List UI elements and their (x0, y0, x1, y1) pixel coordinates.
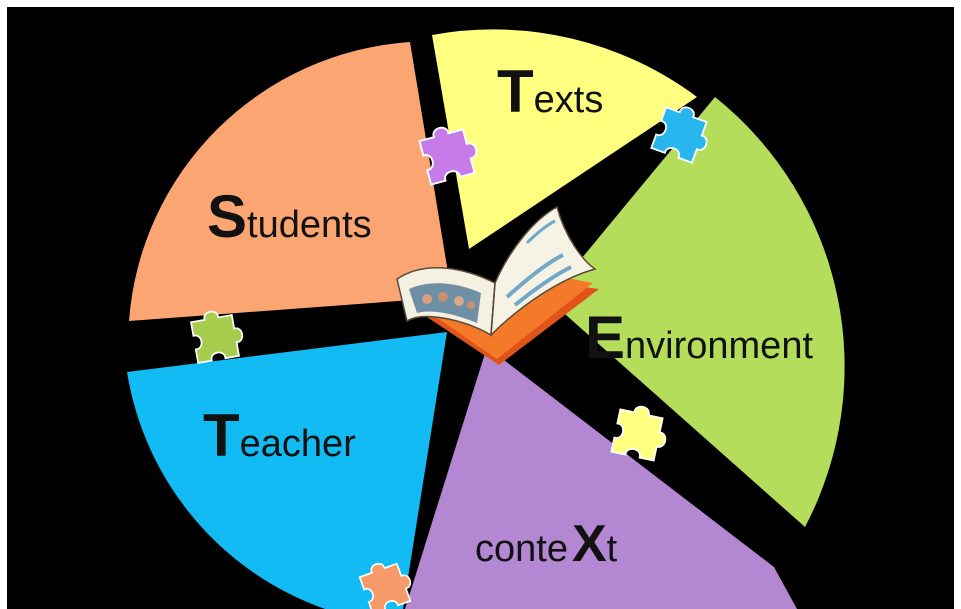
segment-texts (432, 29, 697, 249)
segment-teacher (127, 332, 447, 609)
segment-environment (548, 97, 845, 527)
open-book-icon (396, 205, 599, 365)
label-students: Students (207, 183, 372, 250)
segment-context (405, 347, 797, 609)
diagram-canvas: Texts Students Environment Teacher conte… (7, 7, 954, 609)
wheel-diagram: Texts Students Environment Teacher conte… (127, 29, 845, 609)
segment-students (129, 42, 452, 321)
puzzle-piece-yellow-icon (610, 401, 673, 464)
label-environment: Environment (585, 304, 813, 371)
label-teacher: Teacher (203, 402, 356, 469)
label-context: conteXt (475, 515, 618, 573)
label-texts: Texts (497, 58, 603, 125)
